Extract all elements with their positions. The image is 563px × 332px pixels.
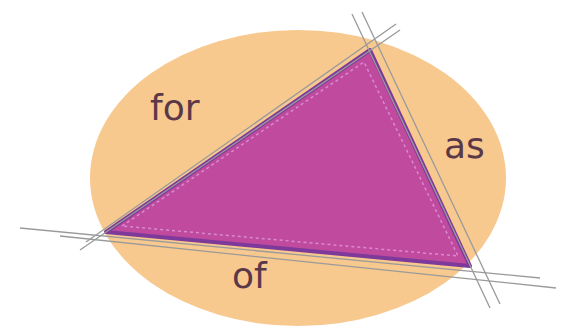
- side-label: for: [150, 90, 200, 126]
- triangle: [106, 50, 470, 266]
- side-label: as: [444, 128, 485, 164]
- side-label: of: [232, 258, 267, 294]
- construction-lines: [20, 12, 556, 308]
- inner-outline: [122, 62, 458, 256]
- background-ellipse: [90, 30, 506, 326]
